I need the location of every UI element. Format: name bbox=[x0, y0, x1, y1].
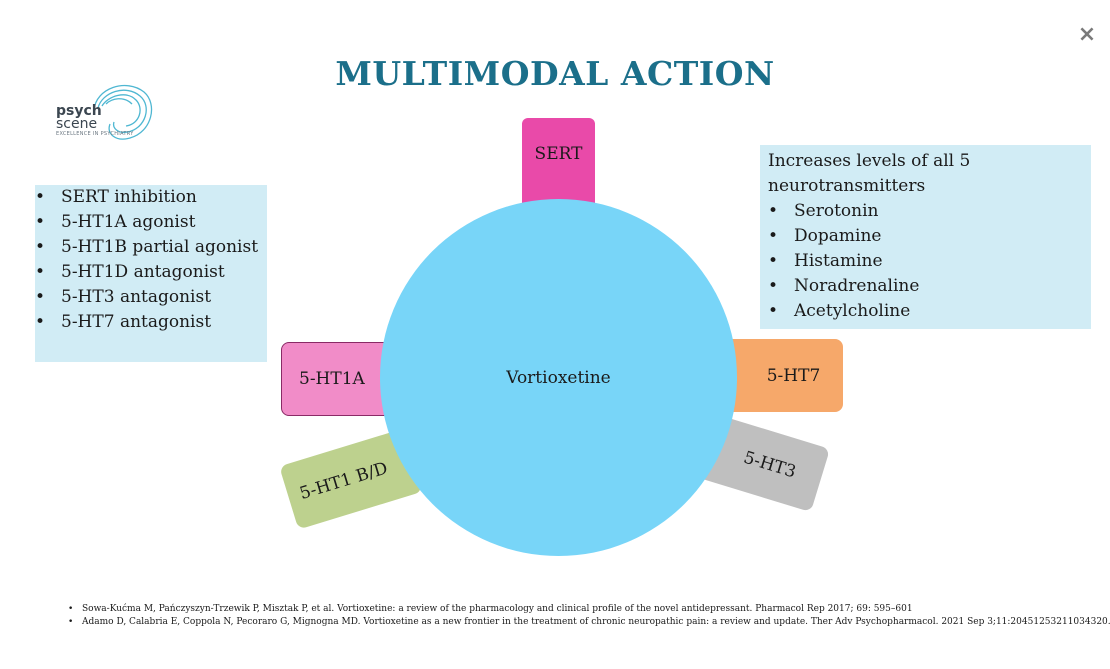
reference-item: Sowa-Kućma M, Pańczyszyn-Trzewik P, Misz… bbox=[68, 603, 1088, 616]
reference-item: Adamo D, Calabria E, Coppola N, Pecoraro… bbox=[68, 616, 1110, 629]
list-item: 5-HT1D antagonist bbox=[35, 260, 267, 285]
vortioxetine-circle: Vortioxetine bbox=[380, 199, 737, 556]
close-button[interactable]: × bbox=[1077, 22, 1097, 47]
logo-swirl-icon bbox=[93, 84, 153, 140]
list-item: Serotonin bbox=[768, 199, 1091, 224]
mechanism-list: SERT inhibition 5-HT1A agonist 5-HT1B pa… bbox=[35, 185, 267, 335]
target-label-5ht1a: 5-HT1A bbox=[299, 369, 365, 389]
logo-text-psych: psych bbox=[56, 103, 102, 119]
list-item: 5-HT1B partial agonist bbox=[35, 235, 267, 260]
logo-tagline: EXCELLENCE IN PSYCHIATRY bbox=[56, 131, 134, 137]
target-label-sert: SERT bbox=[534, 144, 583, 164]
list-item: SERT inhibition bbox=[35, 185, 267, 210]
target-box-5ht7: 5-HT7 bbox=[722, 339, 843, 412]
target-label-5ht1bd: 5-HT1 B/D bbox=[297, 458, 391, 505]
logo-text-scene: scene bbox=[56, 116, 98, 132]
center-label: Vortioxetine bbox=[506, 367, 611, 388]
list-item: 5-HT1A agonist bbox=[35, 210, 267, 235]
list-item: 5-HT7 antagonist bbox=[35, 310, 267, 335]
list-item: Acetylcholine bbox=[768, 299, 1091, 324]
list-item: Noradrenaline bbox=[768, 274, 1091, 299]
mechanism-list-panel: SERT inhibition 5-HT1A agonist 5-HT1B pa… bbox=[35, 185, 267, 362]
neurotransmitter-heading: Increases levels of all 5 neurotransmitt… bbox=[768, 151, 971, 196]
references: Sowa-Kućma M, Pańczyszyn-Trzewik P, Misz… bbox=[68, 603, 1110, 629]
psychscene-logo: psych scene EXCELLENCE IN PSYCHIATRY bbox=[54, 80, 164, 146]
list-item: Dopamine bbox=[768, 224, 1091, 249]
slide-title: MULTIMODAL ACTION bbox=[335, 54, 775, 93]
target-label-5ht3: 5-HT3 bbox=[741, 447, 799, 483]
target-label-5ht7: 5-HT7 bbox=[766, 365, 821, 386]
list-item: Histamine bbox=[768, 249, 1091, 274]
list-item: 5-HT3 antagonist bbox=[35, 285, 267, 310]
neurotransmitter-list: Serotonin Dopamine Histamine Noradrenali… bbox=[760, 199, 1091, 324]
neurotransmitter-panel: Increases levels of all 5 neurotransmitt… bbox=[760, 145, 1091, 329]
